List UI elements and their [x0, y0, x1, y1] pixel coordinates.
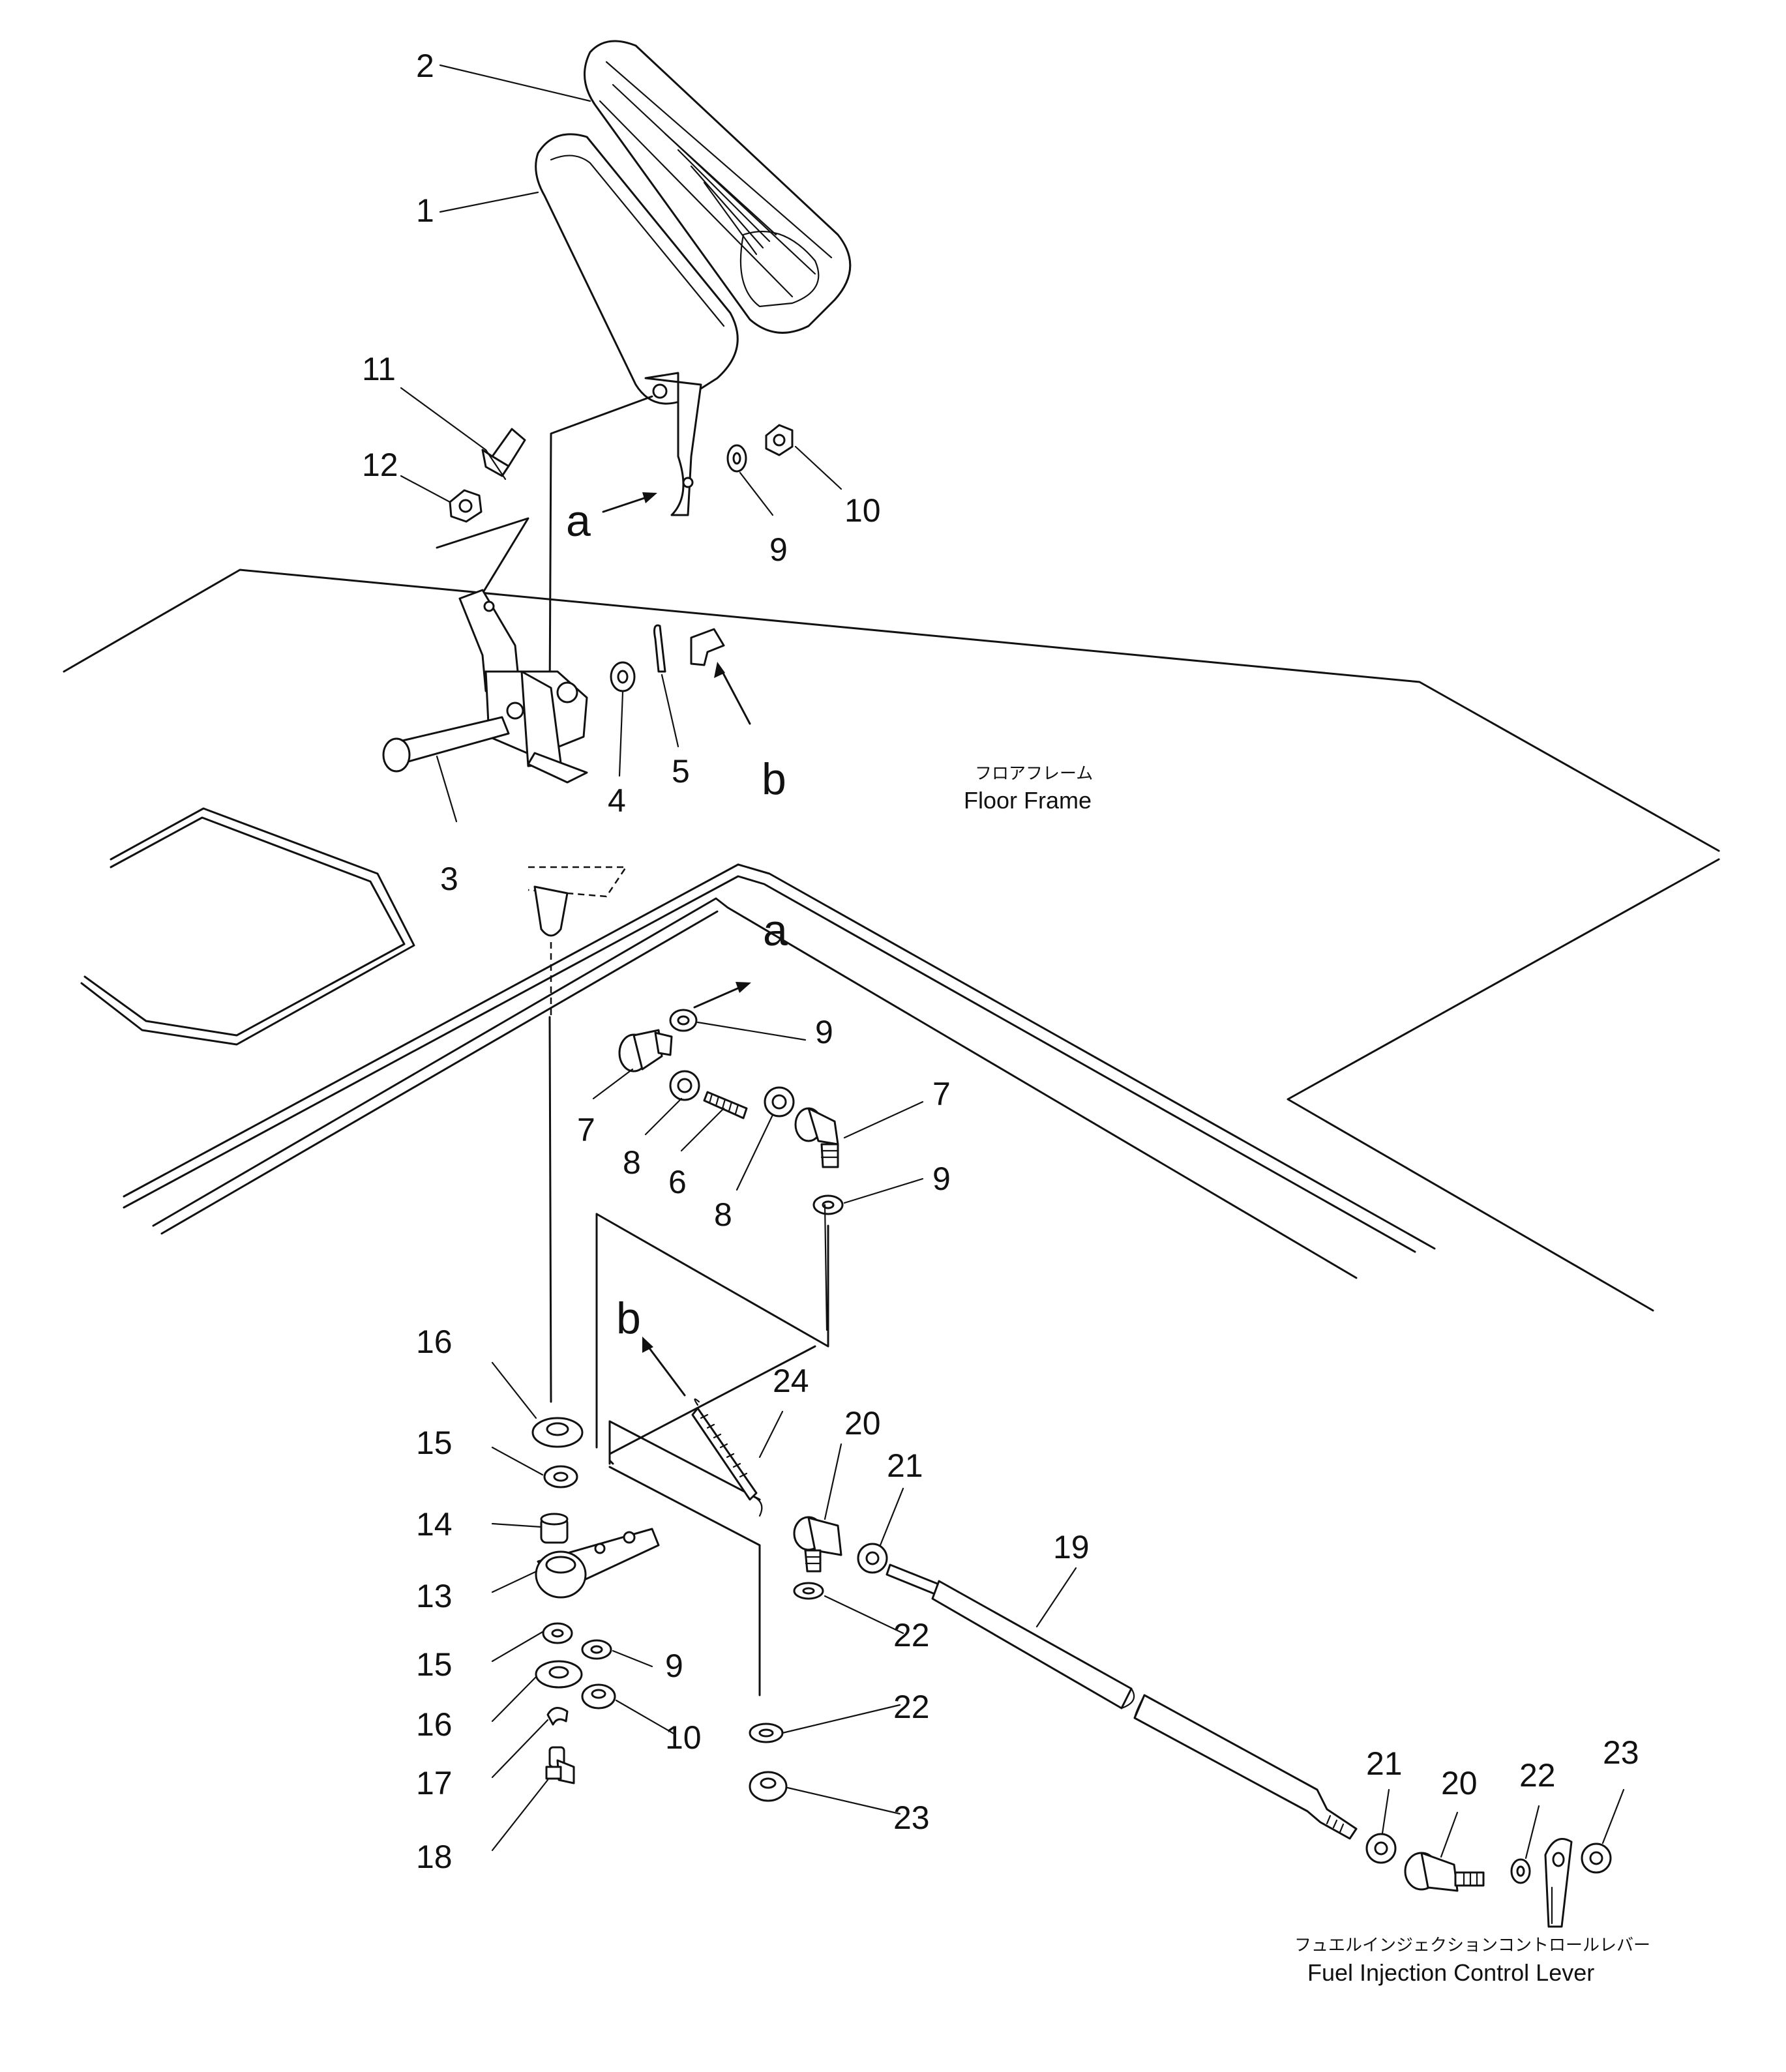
callout-21-right: 21: [1366, 1745, 1403, 1782]
washer-22-bottom: [749, 1723, 784, 1743]
callout-20-right: 20: [1441, 1765, 1478, 1801]
clip-b: [690, 628, 725, 666]
grease-fitting-18: [545, 1746, 575, 1784]
lever-13: [535, 1528, 660, 1599]
ref-b-lower: b: [616, 1294, 641, 1343]
callout-11: 11: [362, 351, 396, 387]
callout-13: 13: [416, 1578, 453, 1614]
nut-8-right: [764, 1086, 795, 1117]
callout-6: 6: [668, 1164, 687, 1200]
floor-frame-label: フロアフレーム Floor Frame: [964, 763, 1093, 814]
bearing-16-bottom: [535, 1660, 583, 1689]
callout-22-c: 22: [1519, 1757, 1556, 1794]
accelerator-pedal-pad: [584, 40, 852, 334]
callout-4: 4: [608, 782, 626, 819]
nut-23-bottom: [749, 1771, 788, 1802]
nut-10-top: [765, 424, 794, 456]
callout-8-right: 8: [714, 1196, 732, 1233]
ref-a-upper: a: [566, 496, 591, 546]
floor-frame-label-jp: フロアフレーム: [975, 763, 1093, 783]
snap-ring-17: [546, 1707, 569, 1726]
nut-23-right: [1581, 1843, 1612, 1874]
ref-a-lower: a: [763, 906, 788, 955]
callout-24: 24: [773, 1363, 809, 1399]
callout-19: 19: [1053, 1529, 1090, 1565]
callout-10-lower: 10: [665, 1719, 702, 1756]
nut-8-left: [669, 1070, 700, 1101]
callout-16-bottom: 16: [416, 1706, 453, 1743]
nut-10-lower: [581, 1683, 616, 1709]
ball-joint-7-right: [794, 1107, 839, 1168]
callout-10: 10: [844, 492, 881, 529]
fuel-lever-label-en: Fuel Injection Control Lever: [1307, 1959, 1594, 1986]
callout-18: 18: [416, 1839, 453, 1875]
washer-22-left: [793, 1582, 824, 1600]
callout-3: 3: [440, 861, 458, 897]
pin: [382, 716, 510, 773]
callout-7-right: 7: [932, 1076, 951, 1112]
callout-14: 14: [416, 1506, 453, 1543]
callout-9-d: 9: [665, 1648, 683, 1684]
callout-8-left: 8: [623, 1144, 641, 1181]
callout-22-a: 22: [893, 1617, 930, 1653]
washer-9-lower: [581, 1639, 612, 1660]
fuel-lever-label: フュエルインジェクションコントロールレバー Fuel Injection Con…: [1294, 1935, 1650, 1986]
washer-4: [610, 661, 636, 692]
callout-1: 1: [416, 192, 434, 229]
callout-15-top: 15: [416, 1425, 453, 1461]
callout-9-c: 9: [932, 1161, 951, 1197]
callout-20-left: 20: [844, 1405, 881, 1442]
nut-21-left: [857, 1543, 888, 1574]
washer-9-mid: [669, 1009, 698, 1032]
washer-9-top: [726, 444, 747, 473]
callout-23-bottom: 23: [893, 1799, 930, 1836]
callout-7-left: 7: [577, 1112, 595, 1148]
seal-15-top: [543, 1465, 578, 1488]
fuel-injection-lever: [1544, 1838, 1573, 1928]
callout-2: 2: [416, 48, 434, 84]
reference-letters: a b a b: [566, 496, 788, 1343]
control-rod-19: [886, 1563, 1358, 1840]
rod-end-20-right: [1404, 1852, 1485, 1892]
nut-21-right: [1365, 1833, 1397, 1864]
callout-numbers: 2 1 11 12 10 9 4 5 3 9 7 7 8 6 8 9 24 20…: [362, 48, 1639, 1875]
washer-9-right: [812, 1194, 844, 1215]
callout-5: 5: [672, 753, 690, 790]
callout-15-bottom: 15: [416, 1646, 453, 1683]
return-spring-24: [691, 1398, 763, 1517]
floor-frame-outline: [63, 569, 1720, 1312]
stud-6: [703, 1091, 748, 1119]
callout-12: 12: [362, 447, 398, 483]
callout-16-top: 16: [416, 1324, 453, 1360]
ball-joint-7-left: [618, 1029, 673, 1073]
bushing-14: [540, 1513, 569, 1544]
cotter-pin-5: [653, 624, 666, 673]
callout-22-b: 22: [893, 1689, 930, 1725]
callout-9-a: 9: [769, 531, 788, 568]
washer-22-right: [1510, 1858, 1531, 1884]
fuel-lever-label-jp: フュエルインジェクションコントロールレバー: [1294, 1935, 1650, 1955]
callout-17: 17: [416, 1765, 453, 1801]
leader-lines: [400, 64, 1625, 1925]
seal-15-bottom: [542, 1622, 573, 1644]
callout-23-right: 23: [1603, 1734, 1639, 1771]
shaft-top: [533, 885, 569, 937]
callout-9-b: 9: [815, 1014, 833, 1050]
nut-12: [449, 489, 483, 523]
ref-b-upper: b: [762, 754, 786, 804]
bolt-11: [481, 428, 526, 481]
accelerator-pedal: [535, 133, 739, 516]
pedal-bracket: [436, 517, 588, 784]
floor-frame-label-en: Floor Frame: [964, 787, 1092, 814]
bearing-16-top: [531, 1417, 584, 1448]
callout-21-left: 21: [887, 1447, 923, 1484]
rod-end-20-left: [793, 1516, 842, 1573]
